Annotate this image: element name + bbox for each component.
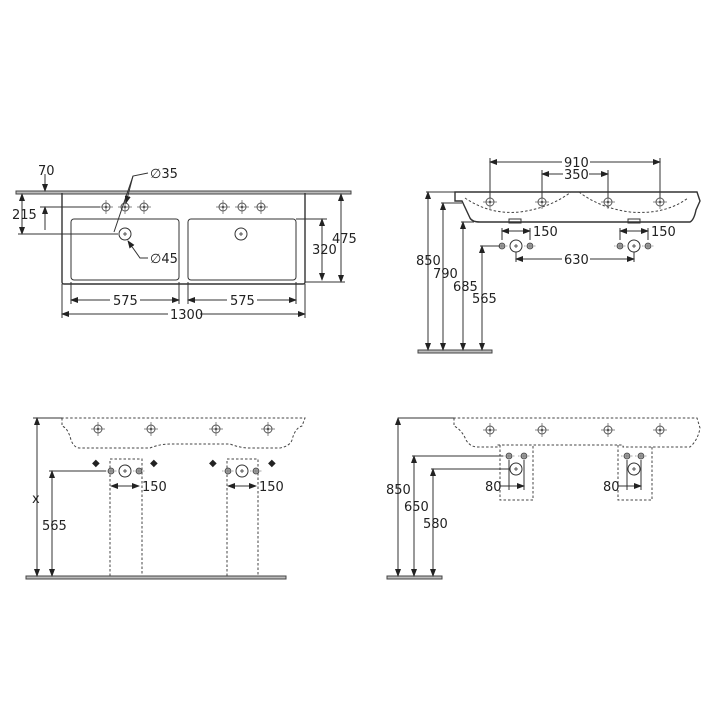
siphon-cover-left xyxy=(499,445,534,501)
dim-575-left: 575 xyxy=(113,294,138,309)
top-view: 70 215 ∅35 ∅45 475 320 575 575 xyxy=(12,164,357,323)
dim-dia45: ∅45 xyxy=(150,252,178,267)
dim-685: 685 xyxy=(453,280,478,295)
fixing-icon: ◆ xyxy=(92,458,100,469)
tap-hole-icon xyxy=(652,422,668,438)
supply-icon xyxy=(523,242,537,250)
dim-630: 630 xyxy=(564,253,589,268)
drain-icon xyxy=(234,227,248,241)
dim-475: 475 xyxy=(332,232,357,247)
supply-icon xyxy=(249,467,263,475)
dim-575-right: 575 xyxy=(230,294,255,309)
waste-icon xyxy=(509,239,523,253)
dim-850: 850 xyxy=(416,254,441,269)
dim-80-right: 80 xyxy=(603,480,620,495)
supply-icon xyxy=(620,452,634,460)
tap-hole-icon xyxy=(117,199,133,215)
supply-icon xyxy=(641,242,655,250)
siphon-cover-right xyxy=(617,445,653,501)
basin-outline-dashed xyxy=(61,417,306,449)
floor-line xyxy=(25,575,287,580)
dim-215: 215 xyxy=(12,208,37,223)
supply-icon xyxy=(502,452,516,460)
wall-line xyxy=(15,190,352,195)
dim-150-right: 150 xyxy=(259,480,284,495)
dim-650: 650 xyxy=(404,500,429,515)
dim-x: x xyxy=(32,492,40,507)
siphon-cover-view: 80 80 850 650 580 xyxy=(386,417,701,580)
dim-1300: 1300 xyxy=(170,308,203,323)
supply-icon xyxy=(613,242,627,250)
supply-icon xyxy=(132,467,146,475)
supply-icon xyxy=(634,452,648,460)
waste-icon xyxy=(235,464,249,478)
fixing-icon: ◆ xyxy=(268,458,276,469)
supply-icon xyxy=(221,467,235,475)
dim-565: 565 xyxy=(42,519,67,534)
dim-850: 850 xyxy=(386,483,411,498)
fixing-icon: ◆ xyxy=(150,458,158,469)
floor-line xyxy=(417,349,493,354)
tap-hole-icon xyxy=(534,422,550,438)
tap-hole-icon xyxy=(482,422,498,438)
waste-icon xyxy=(627,462,641,476)
tap-hole-icon xyxy=(90,421,106,437)
dim-150-left: 150 xyxy=(533,225,558,240)
pedestal-right xyxy=(226,458,259,576)
dim-70: 70 xyxy=(38,164,55,179)
tap-hole-icon xyxy=(234,199,250,215)
drain-icon xyxy=(118,227,132,241)
dim-565: 565 xyxy=(472,292,497,307)
waste-icon xyxy=(627,239,641,253)
supply-icon xyxy=(104,467,118,475)
waste-icon xyxy=(509,462,523,476)
dim-790: 790 xyxy=(433,267,458,282)
tap-hole-icon xyxy=(98,199,114,215)
dim-150-left: 150 xyxy=(142,480,167,495)
left-bowl xyxy=(70,218,180,281)
right-bowl xyxy=(187,218,297,281)
tap-hole-icon xyxy=(215,199,231,215)
pedestal-view: ◆ ◆ ◆ ◆ 150 150 x 565 xyxy=(25,417,306,580)
dim-910: 910 xyxy=(564,156,589,171)
dim-150-right: 150 xyxy=(651,225,676,240)
tap-hole-icon xyxy=(208,421,224,437)
tap-hole-icon xyxy=(260,421,276,437)
floor-line xyxy=(386,575,443,580)
waste-icon xyxy=(118,464,132,478)
pedestal-left xyxy=(109,458,143,576)
dim-320: 320 xyxy=(312,243,337,258)
basin-profile xyxy=(454,191,701,223)
dim-580: 580 xyxy=(423,517,448,532)
tap-hole-icon xyxy=(600,422,616,438)
tap-hole-icon xyxy=(136,199,152,215)
tap-hole-icon xyxy=(253,199,269,215)
tap-hole-icon xyxy=(143,421,159,437)
supply-icon xyxy=(517,452,531,460)
front-view: 910 350 150 150 630 850 xyxy=(416,156,701,354)
basin-outline xyxy=(61,193,306,285)
fixing-icon: ◆ xyxy=(209,458,217,469)
dim-dia35: ∅35 xyxy=(150,167,178,182)
dim-350: 350 xyxy=(564,168,589,183)
dim-80-left: 80 xyxy=(485,480,502,495)
